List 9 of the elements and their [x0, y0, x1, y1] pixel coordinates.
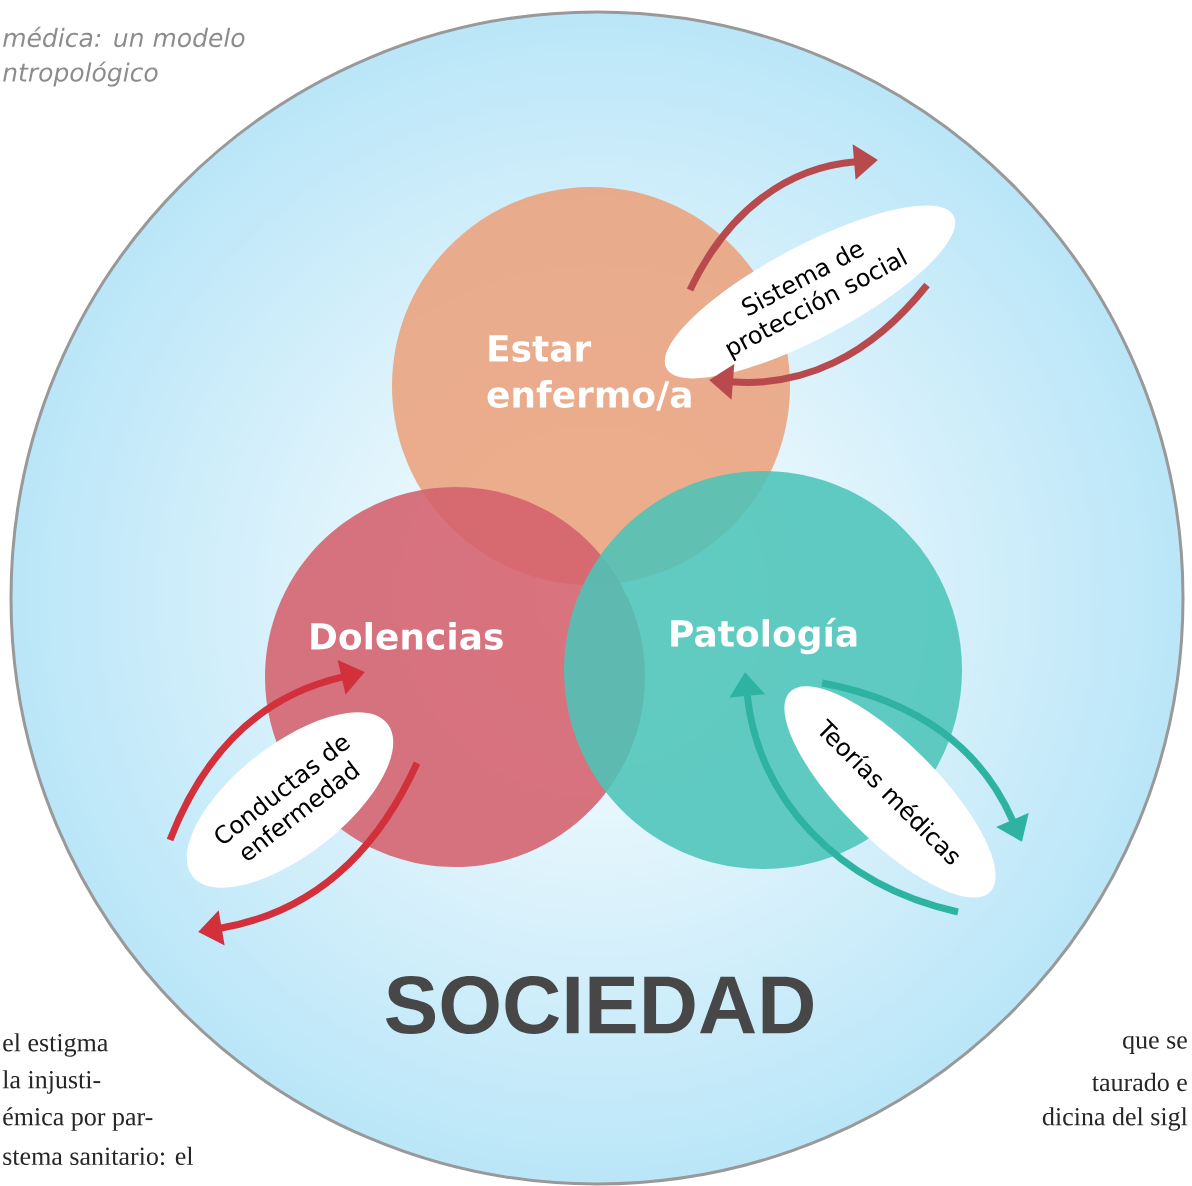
body-text-fragment: la injusti-	[2, 1070, 101, 1094]
heading-fragment: ntropológico	[3, 61, 158, 87]
body-text-fragment: stema sanitario: el	[3, 1146, 194, 1166]
body-text-fragment: el estigma	[3, 1033, 108, 1057]
body-text-fragment: que se	[1123, 1035, 1187, 1054]
body-text-fragment: dicina del sigl	[1042, 1107, 1188, 1131]
body-text-fragment: taurado e	[1092, 1072, 1187, 1092]
heading-fragment: médica: un modelo	[3, 26, 245, 48]
body-text-fragment: émica por par-	[3, 1107, 153, 1131]
